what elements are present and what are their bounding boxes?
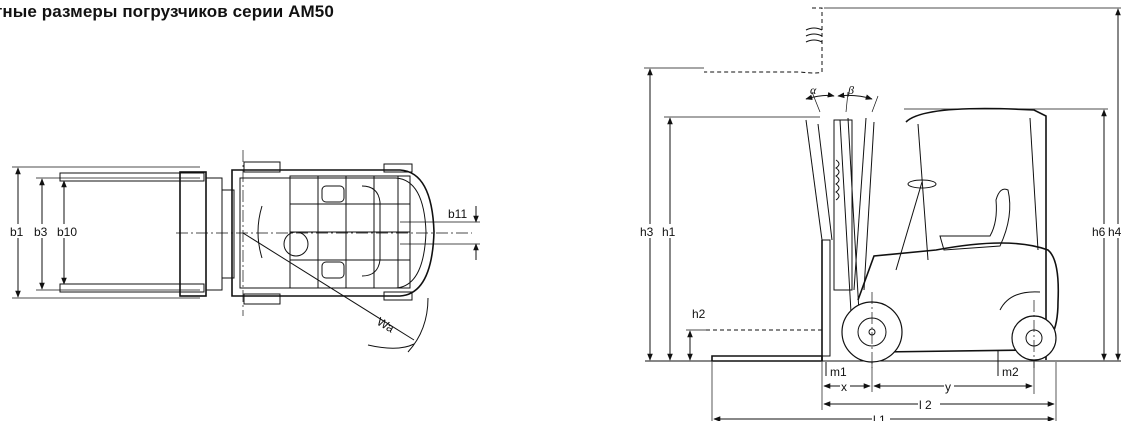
beta-label: β xyxy=(847,83,854,97)
alpha-angle-arc xyxy=(805,92,835,101)
top-view-drawing xyxy=(59,150,472,353)
chassis-inner xyxy=(239,177,427,289)
b11-label: b11 xyxy=(448,207,467,221)
side-view-drawing xyxy=(645,7,1121,368)
carriage-plate xyxy=(205,177,223,291)
chassis-outline xyxy=(231,169,435,297)
beta-angle-arc xyxy=(837,92,873,100)
page-title: тные размеры погрузчиков серии AM50 xyxy=(0,2,334,21)
h6-label: h6 xyxy=(1092,225,1106,239)
b10-label: b10 xyxy=(57,225,77,239)
fork-carriage xyxy=(179,171,207,297)
h3-label: h3 xyxy=(640,225,654,239)
left-fork-tine-bottom xyxy=(59,283,205,293)
b1-label: b1 xyxy=(10,225,24,239)
turning-radius-line xyxy=(242,232,415,341)
x-label: x xyxy=(841,380,847,394)
m2-label: m2 xyxy=(1002,365,1019,379)
l2-label: l 2 xyxy=(919,398,932,412)
raised-mast-dashed xyxy=(704,7,823,74)
mast-front xyxy=(221,189,235,279)
left-fork-tine-top xyxy=(59,172,205,182)
l1-label: l 1 xyxy=(873,413,886,421)
driver-seat xyxy=(939,188,1011,251)
b3-label: b3 xyxy=(34,225,48,239)
h4-label: h4 xyxy=(1108,225,1121,239)
top-view-dimensions xyxy=(12,166,480,299)
h1-label: h1 xyxy=(662,225,676,239)
fork-on-ground xyxy=(711,355,823,362)
alpha-label: α xyxy=(810,83,817,97)
m1-label: m1 xyxy=(830,365,847,379)
h2-label: h2 xyxy=(692,307,706,321)
y-label: y xyxy=(945,380,951,394)
